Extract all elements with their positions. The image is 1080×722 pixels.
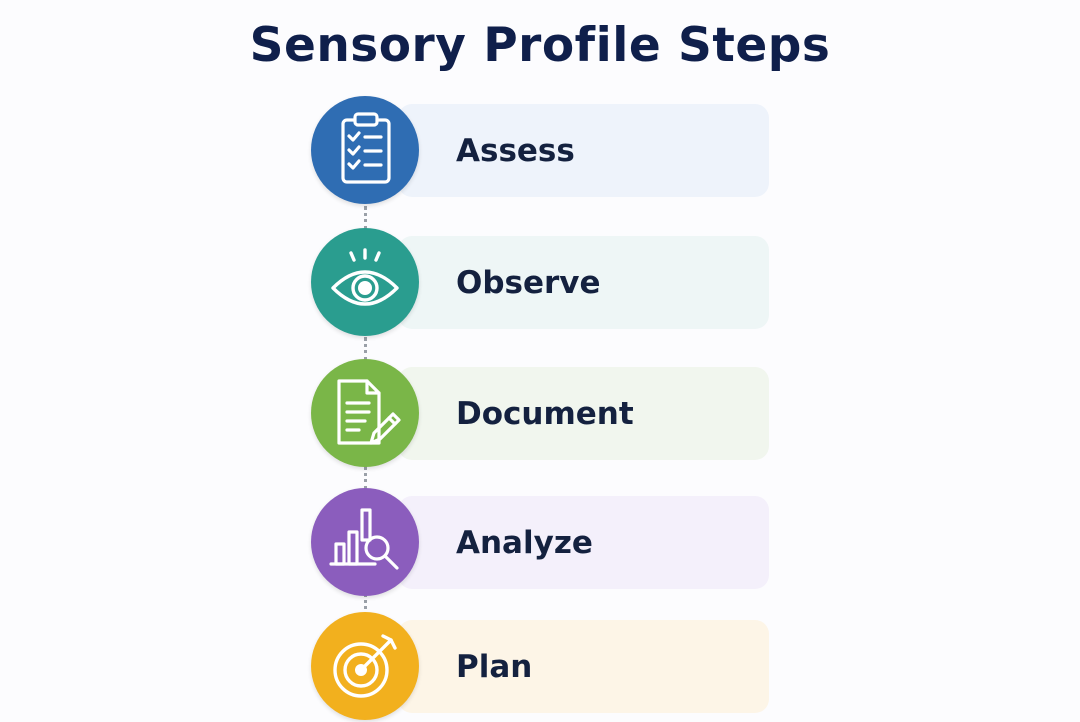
step-label: Assess — [456, 133, 575, 169]
step-connector — [364, 593, 369, 617]
step-assess: Assess — [0, 96, 1080, 206]
step-label: Plan — [456, 649, 533, 685]
step-label: Document — [456, 396, 634, 432]
step-connector — [364, 206, 369, 230]
step-observe: Observe — [0, 228, 1080, 338]
step-analyze: Analyze — [0, 488, 1080, 598]
step-connector — [364, 466, 369, 490]
target-arrow-icon — [333, 634, 397, 698]
step-circle — [311, 96, 419, 204]
step-card — [398, 620, 769, 713]
step-card — [398, 236, 769, 329]
eye-icon — [331, 248, 399, 306]
step-card — [398, 104, 769, 197]
step-document: Document — [0, 359, 1080, 469]
step-plan: Plan — [0, 612, 1080, 722]
clipboard-checklist-icon — [341, 112, 391, 184]
step-card — [398, 367, 769, 460]
step-circle — [311, 488, 419, 596]
step-label: Analyze — [456, 525, 593, 561]
step-connector — [364, 337, 369, 361]
bar-chart-magnifier-icon — [329, 508, 399, 570]
diagram-title: Sensory Profile Steps — [249, 18, 831, 73]
step-circle — [311, 612, 419, 720]
document-pencil-icon — [337, 379, 401, 445]
step-circle — [311, 359, 419, 467]
step-label: Observe — [456, 265, 601, 301]
step-circle — [311, 228, 419, 336]
step-card — [398, 496, 769, 589]
